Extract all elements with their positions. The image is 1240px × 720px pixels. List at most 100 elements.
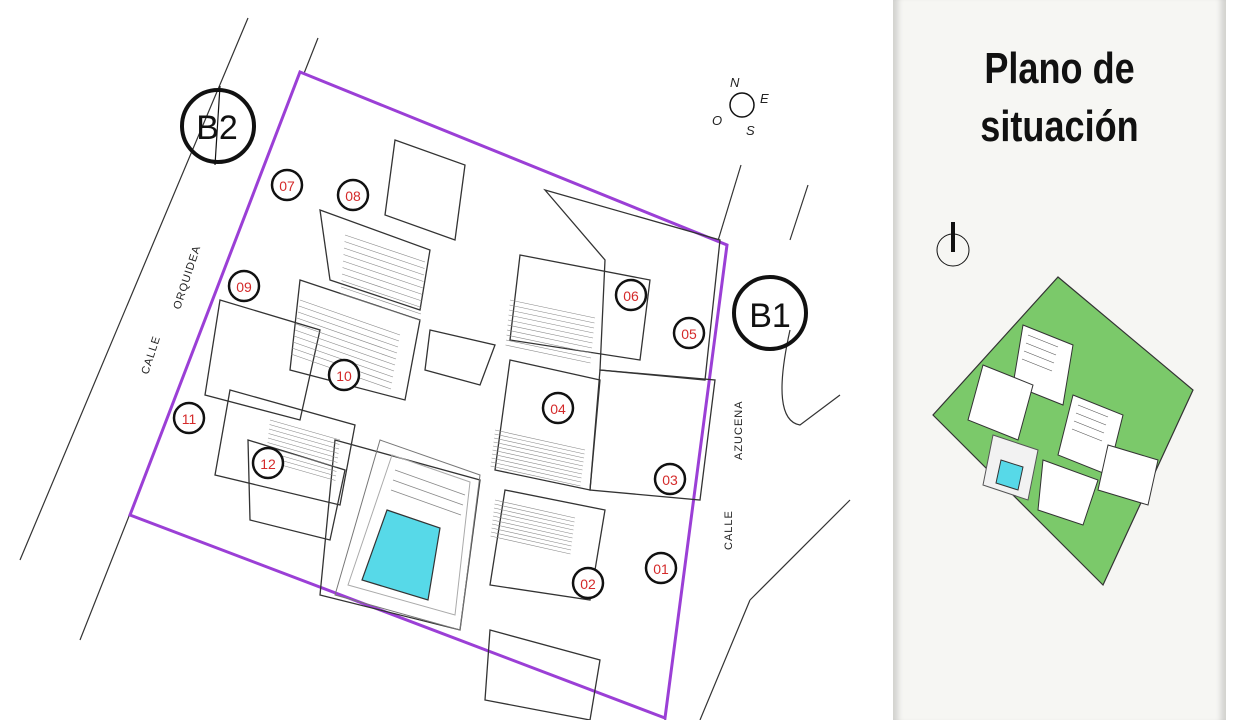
- unit-label-11: 11: [182, 411, 197, 427]
- hatch-line: [268, 428, 340, 450]
- unit-label-01: 01: [653, 561, 669, 577]
- hatch-line: [493, 437, 585, 459]
- hatch-line: [490, 461, 582, 483]
- north-arrow-icon: [936, 222, 970, 267]
- hatch-line: [296, 317, 398, 354]
- hatch-line: [297, 311, 399, 348]
- unit-label-06: 06: [623, 288, 639, 304]
- hatch-line: [269, 419, 341, 441]
- situation-mini-plan: [932, 276, 1194, 587]
- hatch-line: [507, 324, 593, 344]
- hatch-line: [507, 319, 594, 339]
- street-right-word2: CALLE: [723, 510, 735, 550]
- hatch-line: [269, 424, 340, 445]
- hatch-line: [493, 507, 575, 527]
- section-b1-label: B1: [749, 297, 791, 335]
- hatch-line: [494, 429, 586, 451]
- hatch-line: [344, 241, 425, 269]
- hatch-line: [505, 339, 592, 359]
- unit-label-08: 08: [345, 188, 361, 204]
- hatch-line: [491, 453, 583, 475]
- hatch-line: [508, 314, 594, 334]
- building-outlines: [204, 139, 721, 720]
- unit-circle-09: [227, 269, 261, 303]
- unit-circle-11: [172, 401, 206, 435]
- section-marker-b1: B1: [732, 275, 808, 351]
- unit-circle-04: [541, 391, 575, 425]
- site-boundary: [128, 70, 729, 720]
- hatch-line: [343, 254, 424, 282]
- panel-title-line1: Plano de: [984, 44, 1135, 93]
- unit-label-05: 05: [681, 326, 697, 342]
- hatch-line: [343, 247, 425, 276]
- hatch-line: [490, 465, 581, 487]
- section-marker-b2: B2: [180, 85, 256, 166]
- hatch-line: [298, 305, 400, 342]
- hatch-line: [493, 511, 574, 531]
- unit-circle-08: [336, 178, 370, 212]
- hatch-line: [494, 503, 575, 523]
- hatch-line: [506, 329, 593, 349]
- hatch-line: [508, 309, 595, 329]
- unit-label-04: 04: [550, 401, 566, 417]
- hatch-line: [293, 335, 395, 372]
- section-b2-label: B2: [196, 109, 238, 147]
- hatch-line: [340, 286, 422, 315]
- hatch-line: [342, 260, 424, 289]
- unit-label-12: 12: [260, 456, 276, 472]
- panel-title: Plano de situación: [948, 40, 1172, 156]
- compass-s: S: [746, 123, 755, 138]
- hatch-line: [341, 280, 422, 308]
- unit-circle-10: [327, 358, 361, 392]
- hatch-line: [509, 299, 596, 319]
- compass-o: O: [712, 113, 722, 128]
- hatch-line: [266, 446, 338, 468]
- unit-circle-12: [251, 446, 285, 480]
- unit-label-10: 10: [336, 368, 352, 384]
- hatch-line: [509, 304, 595, 324]
- unit-circle-05: [672, 316, 706, 350]
- right-margin: [1226, 0, 1240, 720]
- hatch-line: [490, 535, 571, 555]
- street-left-word1: CALLE: [139, 334, 163, 376]
- hatch-line: [492, 519, 573, 539]
- street-right-word1: AZUCENA: [733, 400, 745, 460]
- hatch-line: [492, 449, 583, 471]
- hatch-line: [267, 442, 338, 463]
- unit-circle-07: [270, 168, 304, 202]
- hatch-line: [294, 329, 396, 366]
- unit-label-07: 07: [279, 178, 295, 194]
- hatch-line: [492, 445, 584, 467]
- situation-panel: Plano de situación: [893, 0, 1226, 720]
- hatch-line: [491, 457, 582, 479]
- pool: [334, 439, 481, 631]
- hatch-line: [491, 523, 573, 543]
- hatch-line: [342, 267, 423, 295]
- hatch-line: [492, 515, 574, 535]
- street-left-word2: ORQUIDEA: [171, 244, 203, 311]
- unit-circle-03: [653, 462, 687, 496]
- hatch-line: [344, 234, 426, 263]
- compass-n: N: [730, 75, 740, 90]
- hatch-line: [490, 531, 572, 551]
- hatch-line: [267, 437, 339, 459]
- unit-circle-06: [614, 278, 648, 312]
- unit-label-02: 02: [580, 576, 596, 592]
- hatch-line: [268, 433, 339, 454]
- hatch-line: [491, 527, 572, 547]
- unit-circle-01: [644, 551, 678, 585]
- hatch-line: [505, 344, 591, 364]
- hatch-line: [494, 499, 576, 519]
- compass-e: E: [760, 91, 769, 106]
- hatch-line: [494, 433, 585, 455]
- hatch-line: [493, 441, 584, 463]
- panel-title-line2: situación: [980, 102, 1139, 151]
- hatch-line: [299, 299, 401, 336]
- compass-rose-icon: N E S O: [712, 75, 769, 138]
- hatch-line: [341, 273, 423, 302]
- hatch-line: [295, 323, 397, 360]
- unit-circle-02: [571, 566, 605, 600]
- unit-label-03: 03: [662, 472, 678, 488]
